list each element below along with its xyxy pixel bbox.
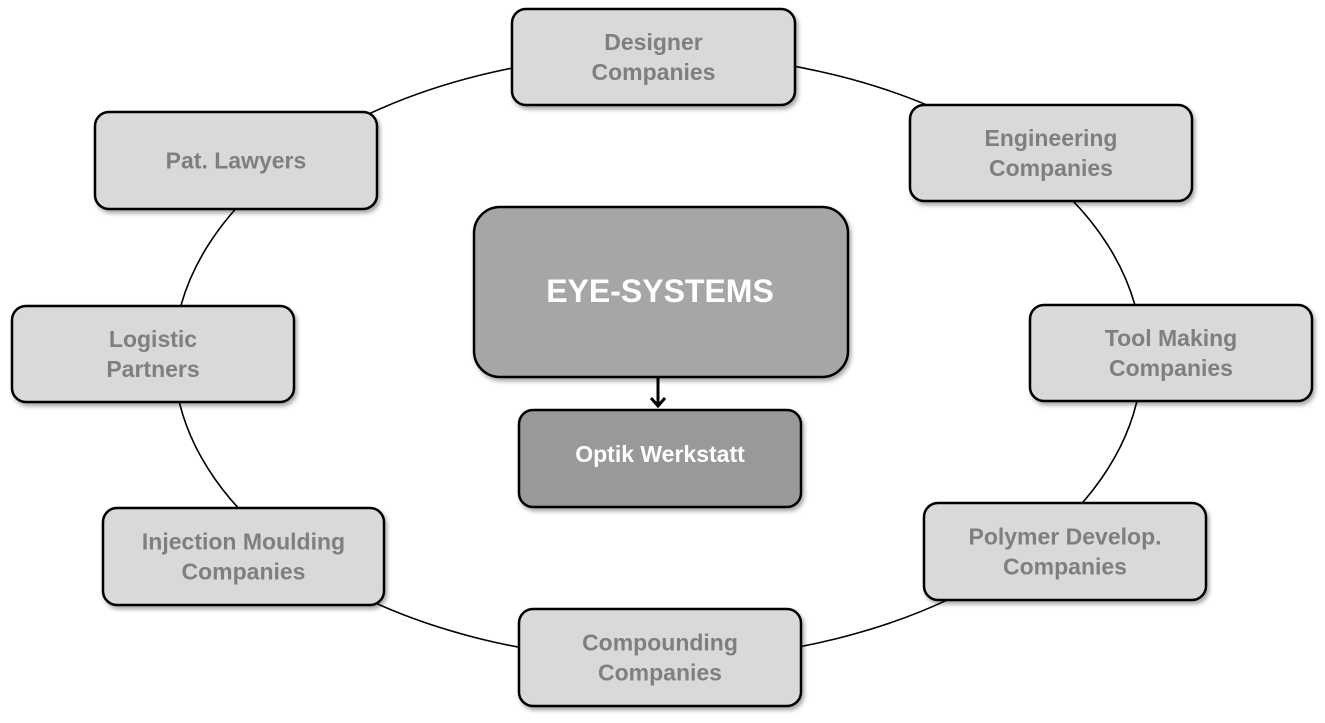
partner-box-compounding — [517, 607, 803, 708]
partner-label-polymer-develop-line-1: Polymer Develop. — [968, 524, 1161, 550]
partner-box-engineering — [908, 103, 1194, 203]
partner-box-logistic — [10, 304, 296, 404]
partner-label-injection-moulding-line-1: Injection Moulding — [142, 529, 345, 555]
partner-boxes: DesignerCompaniesEngineeringCompaniesToo… — [10, 7, 1314, 708]
partner-label-designer-line-1: Designer — [604, 29, 702, 55]
subsidiary-title: Optik Werkstatt — [575, 441, 745, 467]
partner-label-polymer-develop-line-2: Companies — [1003, 554, 1127, 580]
partner-label-injection-moulding-line-2: Companies — [182, 559, 306, 585]
center-arrow — [649, 377, 667, 409]
partner-label-pat-lawyers-line-1: Pat. Lawyers — [166, 148, 307, 174]
partner-box-polymer-develop — [922, 501, 1208, 602]
partner-label-engineering-line-2: Companies — [989, 155, 1113, 181]
partner-box-injection-moulding — [101, 506, 386, 607]
subsidiary-node: Optik Werkstatt — [517, 408, 803, 509]
center-node: EYE-SYSTEMS — [472, 205, 850, 379]
subsidiary-box — [517, 408, 803, 509]
partner-node-pat-lawyers: Pat. Lawyers — [93, 110, 379, 211]
partner-label-engineering-line-1: Engineering — [985, 125, 1118, 151]
partner-label-compounding-line-2: Companies — [598, 660, 722, 686]
center-box — [472, 205, 850, 379]
partner-box-tool-making — [1028, 303, 1314, 403]
partner-label-tool-making-line-2: Companies — [1109, 355, 1233, 381]
partner-label-tool-making-line-1: Tool Making — [1105, 325, 1237, 351]
partner-label-compounding-line-1: Compounding — [582, 630, 738, 656]
partner-box-pat-lawyers — [93, 110, 379, 211]
partner-label-logistic-line-2: Partners — [106, 356, 199, 382]
partner-box-designer — [510, 7, 797, 107]
partner-label-designer-line-2: Companies — [592, 59, 716, 85]
partner-node-polymer-develop: Polymer Develop. Companies — [922, 501, 1208, 602]
partner-label-logistic-line-1: Logistic — [109, 326, 197, 352]
center-title: EYE-SYSTEMS — [546, 273, 774, 309]
